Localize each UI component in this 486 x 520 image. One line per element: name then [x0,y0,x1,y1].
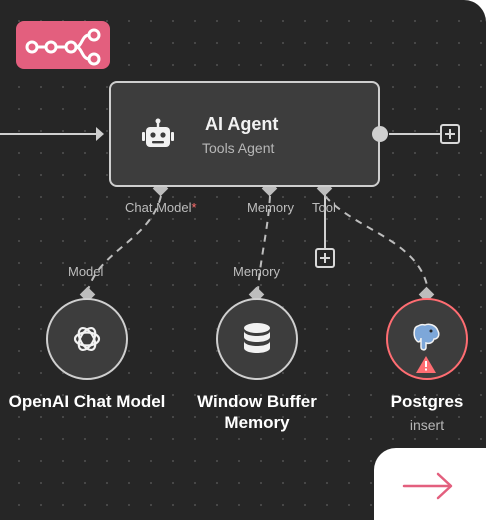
database-icon [242,322,272,361]
memory-input-label: Memory [233,264,280,279]
agent-subtitle: Tools Agent [202,140,275,156]
window-buffer-memory-label: Window Buffer Memory [170,391,344,433]
window-buffer-memory-label-line1: Window Buffer [197,392,317,411]
postgres-icon [409,319,445,360]
warning-icon [416,356,436,378]
postgres-operation-caption: insert [409,417,445,433]
required-marker: * [191,200,197,215]
output-handle[interactable] [372,126,388,142]
arrow-right-icon [402,472,453,500]
plus-icon [320,253,330,263]
model-connection [87,195,162,291]
robot-icon [140,117,176,158]
add-tool-button[interactable] [315,248,335,268]
postgres-label: Postgres [390,392,464,411]
memory-handle-label: Memory [247,200,294,215]
tool-connection [324,195,429,291]
next-button[interactable] [374,448,486,520]
chat-model-handle-label: Chat Model* [125,200,197,215]
add-output-node-button[interactable] [440,124,460,144]
openai-chat-model-label: OpenAI Chat Model [8,392,166,411]
model-input-label: Model [68,264,104,279]
openai-chat-model-node[interactable] [46,298,128,380]
input-arrowhead [96,127,104,141]
n8n-workflow-icon [25,28,101,66]
tool-handle-label: Tool [312,200,336,215]
openai-icon [70,322,104,361]
agent-title: AI Agent [205,114,279,134]
plus-icon [445,129,455,139]
window-buffer-memory-label-line2: Memory [224,413,290,432]
n8n-logo [16,21,110,69]
